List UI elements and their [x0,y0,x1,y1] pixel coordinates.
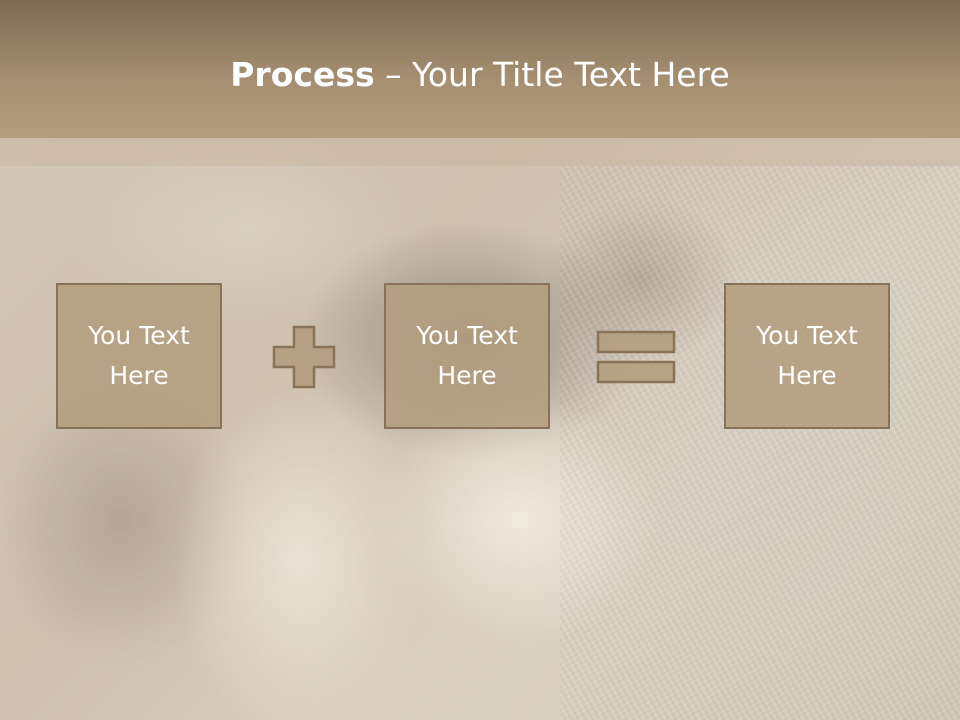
background-texture [560,160,960,720]
title-bar-strip [0,138,960,166]
process-box-3-text: You Text Here [756,321,858,390]
process-box-2[interactable]: You Text Here [384,283,550,429]
process-box-3[interactable]: You Text Here [724,283,890,429]
equals-icon [596,330,676,384]
plus-icon [272,325,336,389]
title-bold-text: Process [230,55,375,94]
process-box-1-text: You Text Here [88,321,190,390]
title-rest-text: – Your Title Text Here [374,55,730,94]
process-box-2-text: You Text Here [416,321,518,390]
title-bar [0,0,960,138]
process-box-1[interactable]: You Text Here [56,283,222,429]
slide-title[interactable]: Process – Your Title Text Here [0,52,960,98]
